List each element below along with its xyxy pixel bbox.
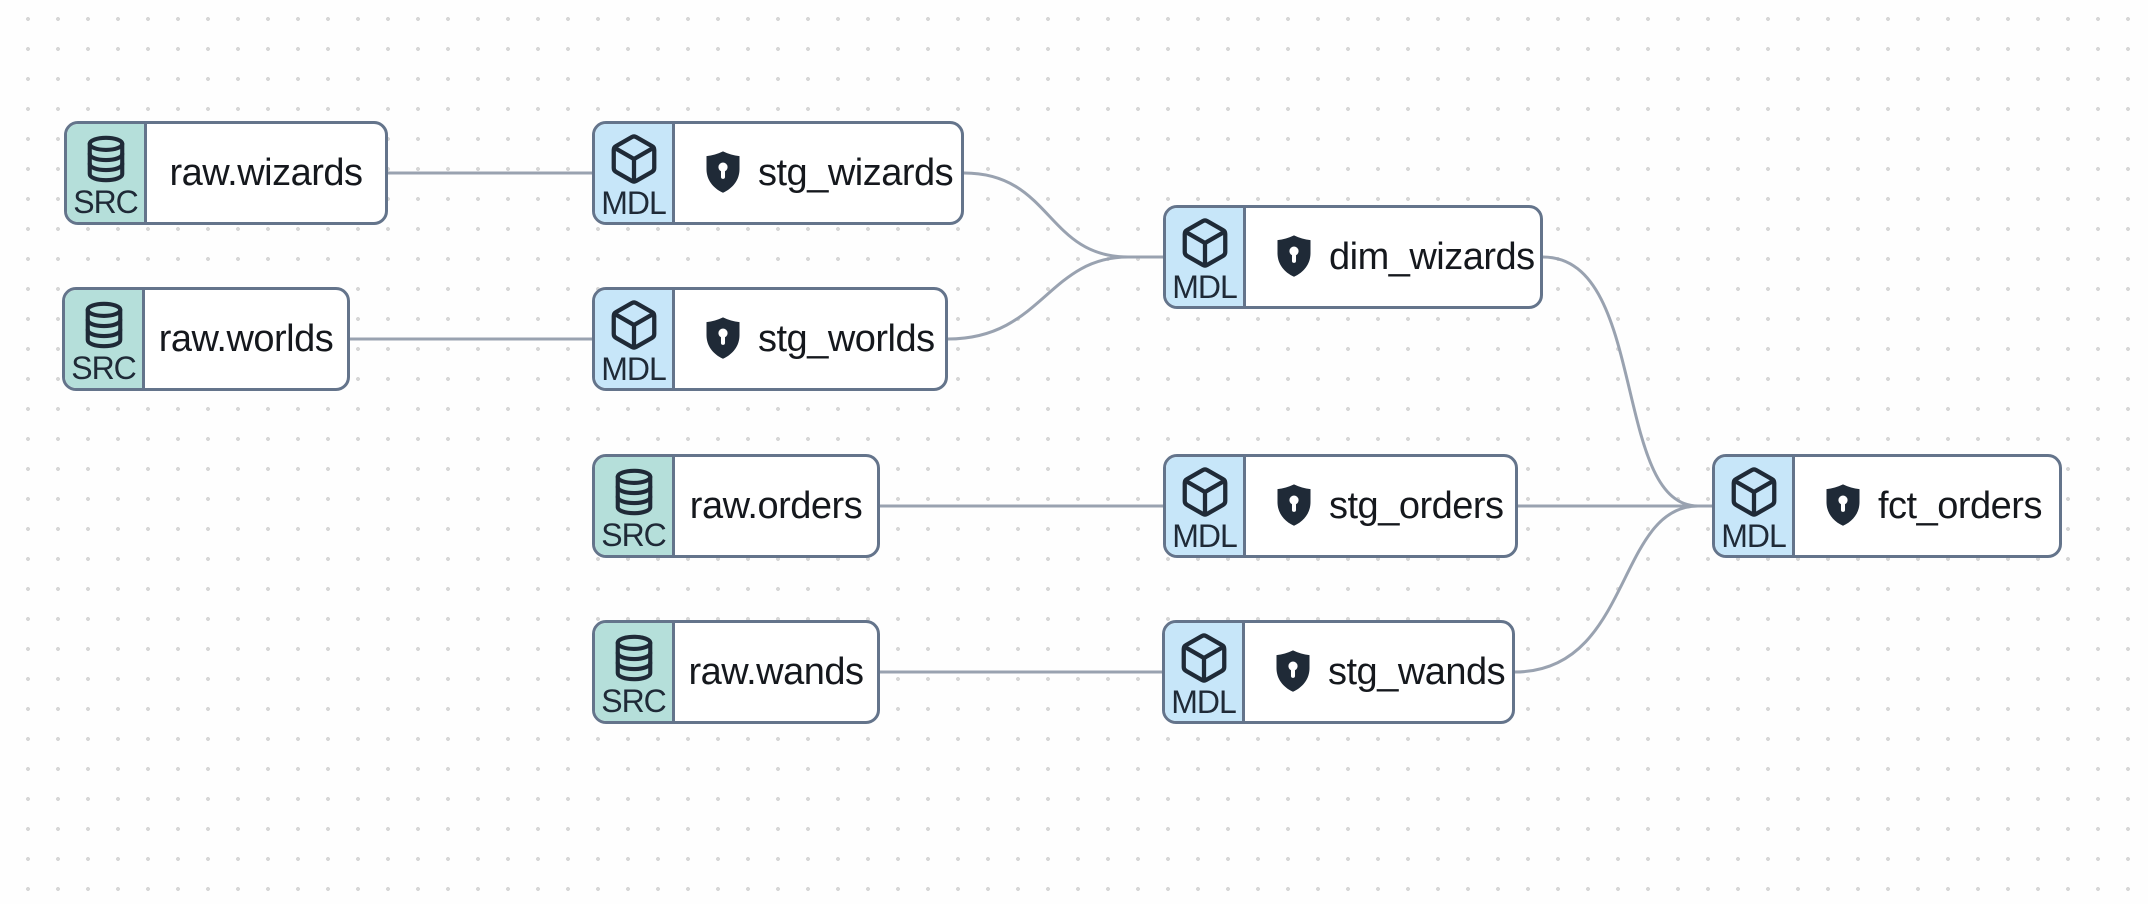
node-label: raw.orders — [689, 484, 863, 527]
node-fct-orders[interactable]: MDL fct_orders — [1712, 454, 2062, 558]
shield-lock-icon — [701, 315, 745, 363]
source-type-badge: SRC — [67, 124, 147, 222]
shield-lock-icon — [701, 149, 745, 197]
cube-icon — [607, 132, 661, 186]
model-type-badge: MDL — [1166, 457, 1246, 555]
node-stg-worlds[interactable]: MDL stg_worlds — [592, 287, 948, 391]
node-stg-wizards[interactable]: MDL stg_wizards — [592, 121, 964, 225]
edge-stg-wizards-dim-wizards — [962, 171, 1165, 259]
node-stg-orders[interactable]: MDL stg_orders — [1163, 454, 1518, 558]
database-icon — [78, 299, 130, 351]
source-type-badge: SRC — [595, 623, 675, 721]
cube-icon — [1178, 465, 1232, 519]
node-raw-wands[interactable]: SRC raw.wands — [592, 620, 880, 724]
model-type-badge: MDL — [595, 290, 675, 388]
badge-label: SRC — [71, 349, 137, 386]
database-icon — [608, 466, 660, 518]
badge-label: MDL — [1721, 517, 1787, 554]
node-label: stg_worlds — [758, 317, 935, 360]
node-label: stg_wizards — [758, 151, 954, 194]
node-raw-orders[interactable]: SRC raw.orders — [592, 454, 880, 558]
node-stg-wands[interactable]: MDL stg_wands — [1162, 620, 1515, 724]
database-icon — [608, 632, 660, 684]
shield-lock-icon — [1272, 482, 1316, 530]
badge-label: MDL — [1171, 683, 1237, 720]
badge-label: MDL — [601, 184, 667, 221]
node-raw-wizards[interactable]: SRC raw.wizards — [64, 121, 388, 225]
database-icon — [80, 133, 132, 185]
model-type-badge: MDL — [1165, 623, 1245, 721]
node-dim-wizards[interactable]: MDL dim_wizards — [1163, 205, 1543, 309]
node-label: fct_orders — [1878, 484, 2042, 527]
model-type-badge: MDL — [1715, 457, 1795, 555]
node-label: stg_wands — [1328, 650, 1506, 693]
shield-lock-icon — [1821, 482, 1865, 530]
cube-icon — [1177, 631, 1231, 685]
source-type-badge: SRC — [65, 290, 145, 388]
cube-icon — [607, 298, 661, 352]
badge-label: MDL — [1172, 268, 1238, 305]
edge-stg-wands-fct-orders — [1513, 504, 1714, 674]
edge-dim-wizards-fct-orders — [1541, 255, 1714, 508]
shield-lock-icon — [1271, 648, 1315, 696]
node-label: stg_orders — [1329, 484, 1504, 527]
badge-label: SRC — [73, 183, 139, 220]
node-label: raw.wizards — [169, 151, 364, 194]
model-type-badge: MDL — [595, 124, 675, 222]
model-type-badge: MDL — [1166, 208, 1246, 306]
badge-label: SRC — [601, 682, 667, 719]
cube-icon — [1727, 465, 1781, 519]
badge-label: MDL — [1172, 517, 1238, 554]
edge-stg-worlds-dim-wizards — [946, 255, 1165, 341]
node-label: dim_wizards — [1329, 235, 1535, 278]
shield-lock-icon — [1272, 233, 1316, 281]
cube-icon — [1178, 216, 1232, 270]
badge-label: MDL — [601, 350, 667, 387]
badge-label: SRC — [601, 516, 667, 553]
node-label: raw.wands — [688, 650, 864, 693]
source-type-badge: SRC — [595, 457, 675, 555]
node-raw-worlds[interactable]: SRC raw.worlds — [62, 287, 350, 391]
node-label: raw.worlds — [158, 317, 334, 360]
